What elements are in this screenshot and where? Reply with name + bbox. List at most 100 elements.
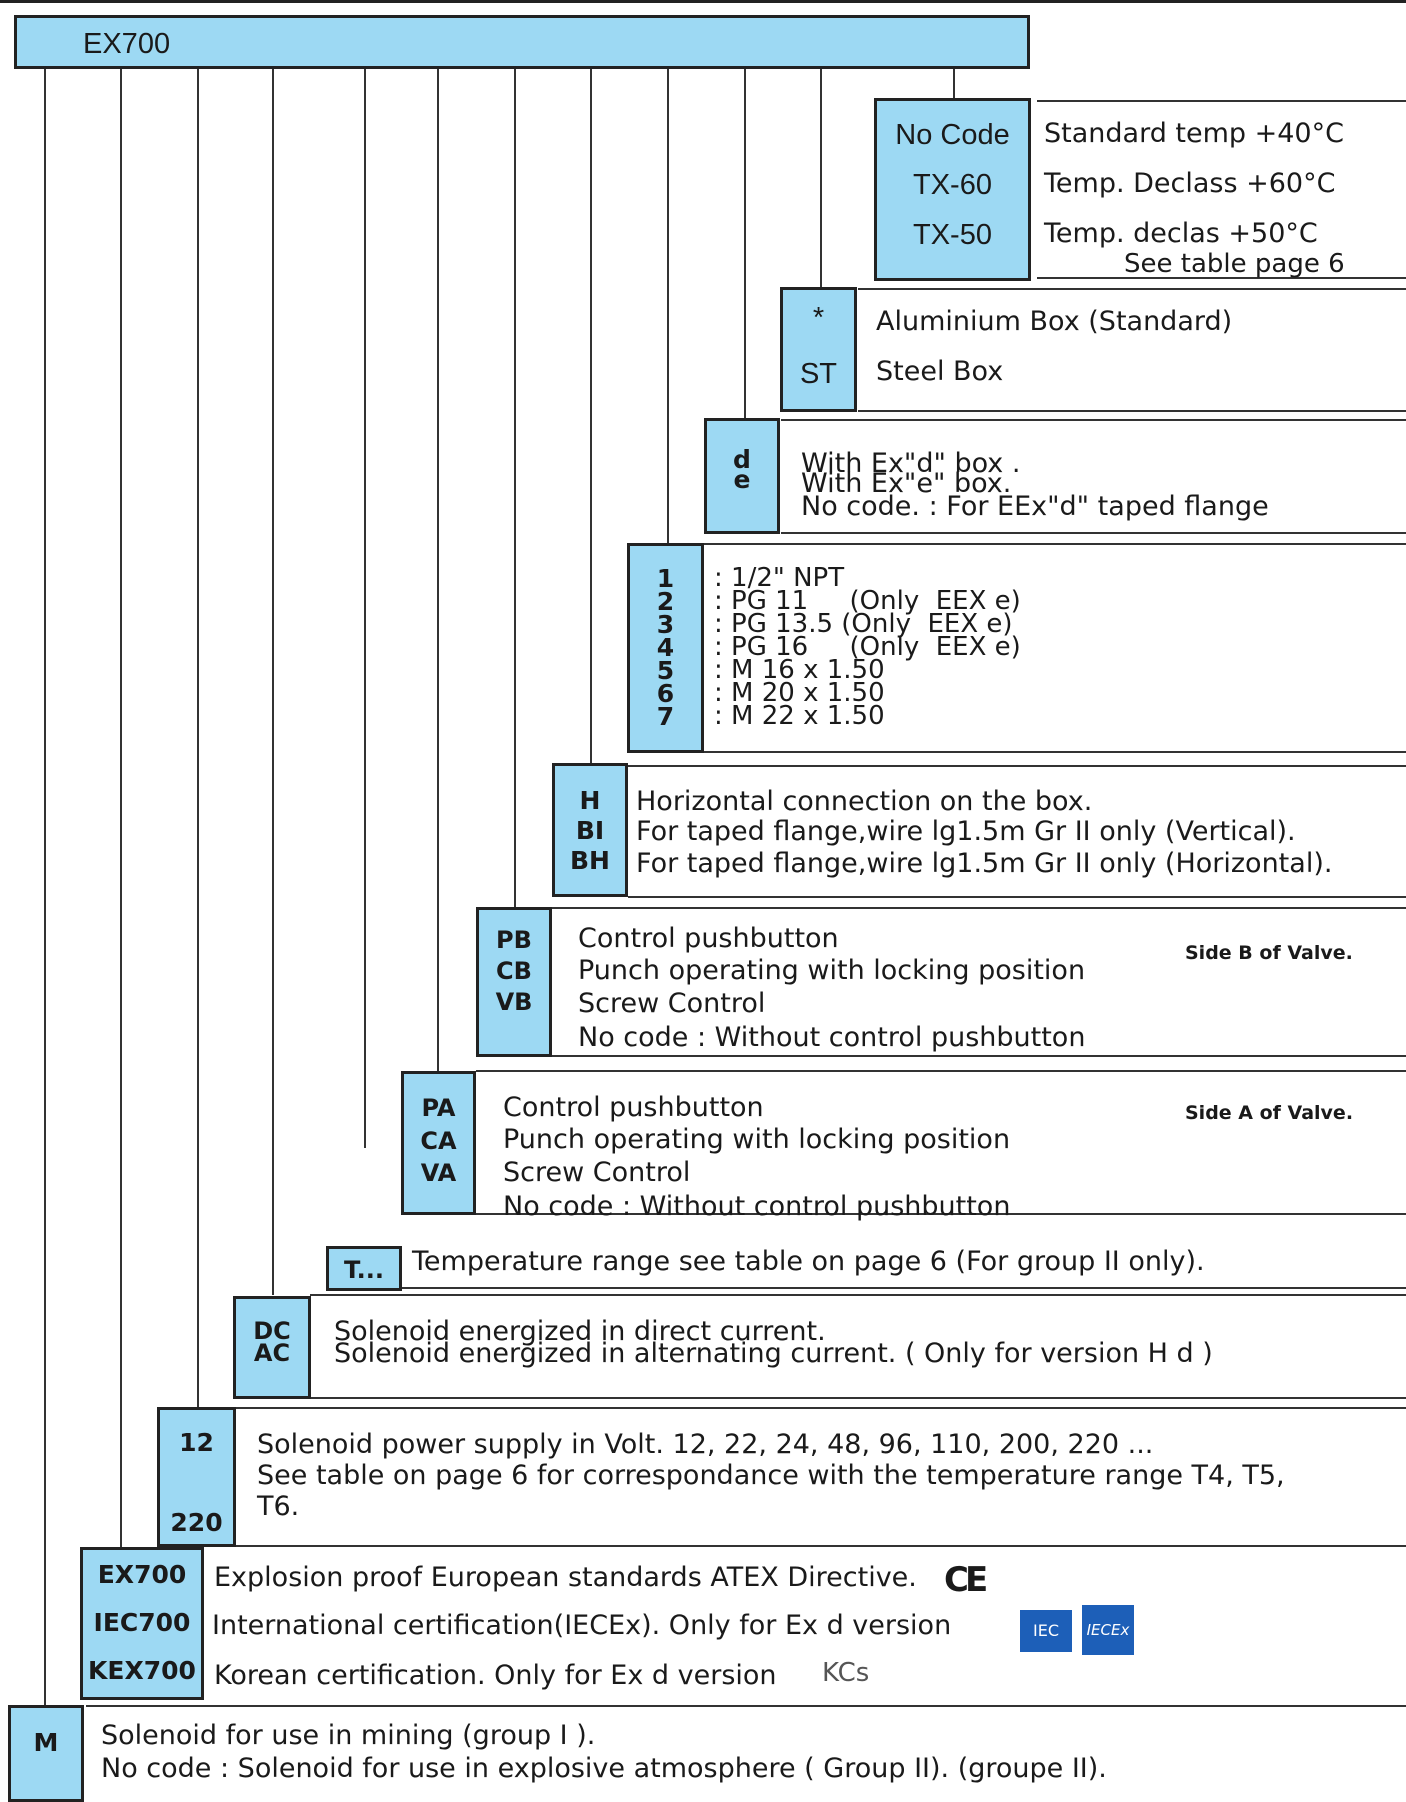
row-line — [704, 543, 1406, 545]
box-type-codes: d e — [704, 418, 780, 534]
row-line — [628, 896, 1406, 898]
model-title: EX700 — [83, 28, 171, 60]
temp-rating-codes: No Code TX-60 TX-50 — [874, 98, 1031, 281]
voltage-codes: 12 220 — [157, 1407, 236, 1547]
code-va: VA — [420, 1159, 457, 1187]
code-m: M — [33, 1728, 59, 1757]
ce-mark-logo: CE — [944, 1560, 988, 1600]
kcs-logo: KCs — [822, 1658, 870, 1688]
code-2: 2 — [656, 587, 675, 616]
code-12: 12 — [179, 1428, 214, 1457]
box-material-desc-1: Steel Box — [876, 356, 1004, 387]
control-a-desc-1: Punch operating with locking position — [503, 1124, 1011, 1155]
cable-entry-codes: 1 2 3 4 5 6 7 — [627, 543, 704, 753]
box-material-codes: * ST — [780, 287, 857, 412]
box-type-desc-0: With Ex"d" box . — [801, 448, 1021, 479]
control-b-side-label: Side B of Valve. — [1185, 942, 1353, 964]
row-line — [310, 1294, 1406, 1296]
current-desc-0: Solenoid energized in direct current. — [334, 1316, 826, 1347]
code-h: H — [579, 786, 601, 815]
iecex-logo: IECEx — [1082, 1605, 1134, 1655]
cable-entry-desc-4: : M 16 x 1.50 — [714, 655, 885, 685]
certification-desc-1: International certification(IECEx). Only… — [212, 1610, 952, 1641]
control-b-desc-3: No code : Without control pushbutton — [578, 1022, 1086, 1053]
cable-entry-desc-6: : M 22 x 1.50 — [714, 701, 885, 731]
cable-entry-desc-1: : PG 11 (Only EEX e) — [714, 586, 1021, 616]
row-line — [310, 1397, 1406, 1399]
code-ex700: EX700 — [97, 1560, 187, 1589]
code-3: 3 — [656, 610, 675, 639]
code-tx-50: TX-50 — [913, 219, 992, 251]
code-e: e — [733, 465, 751, 494]
code-st: ST — [799, 358, 838, 390]
row-line — [781, 532, 1406, 534]
connector-control-a — [437, 69, 439, 1072]
connector-group — [44, 69, 46, 1802]
code-bh: BH — [570, 846, 610, 875]
code-ca: CA — [420, 1127, 457, 1155]
voltage-desc-1: See table on page 6 for correspondance w… — [257, 1460, 1285, 1491]
connection-desc-1: For taped flange,wire lg1.5m Gr II only … — [636, 816, 1296, 847]
group-desc-1: No code : Solenoid for use in explosive … — [101, 1753, 1107, 1784]
certification-desc-0: Explosion proof European standards ATEX … — [214, 1562, 917, 1593]
group-desc-0: Solenoid for use in mining (group I ). — [101, 1720, 596, 1751]
current-codes: DC AC — [233, 1296, 311, 1399]
certification-codes: EX700 IEC700 KEX700 — [80, 1547, 204, 1700]
connector-box-material — [820, 69, 822, 289]
code-7: 7 — [656, 702, 675, 731]
certification-desc-2: Korean certification. Only for Ex d vers… — [214, 1660, 777, 1691]
code-vb: VB — [495, 988, 533, 1016]
row-line — [781, 419, 1406, 421]
control-a-desc-2: Screw Control — [503, 1157, 691, 1188]
control-b-desc-2: Screw Control — [578, 988, 766, 1019]
cable-entry-desc-3: : PG 16 (Only EEX e) — [714, 632, 1021, 662]
connection-codes: H BI BH — [552, 763, 628, 897]
code-ac: AC — [253, 1339, 291, 1367]
connection-desc-2: For taped flange,wire lg1.5m Gr II only … — [636, 848, 1333, 879]
code-220: 220 — [170, 1508, 223, 1537]
code-4: 4 — [656, 633, 675, 662]
control-a-desc-3: No code : Without control pushbutton — [503, 1191, 1011, 1222]
code-kex700: KEX700 — [88, 1656, 196, 1685]
top-border — [0, 0, 1406, 3]
group-code: M — [8, 1705, 84, 1802]
box-type-desc-1: With Ex"e" box. — [801, 468, 1012, 499]
row-line — [1037, 277, 1406, 279]
connector-certification — [120, 69, 122, 1548]
temp-rating-note: See table page 6 — [1124, 249, 1345, 279]
code-dc: DC — [253, 1317, 291, 1345]
code-pb: PB — [496, 926, 532, 954]
connection-desc-0: Horizontal connection on the box. — [636, 786, 1093, 817]
row-line — [552, 1055, 1406, 1057]
voltage-desc-2: T6. — [257, 1491, 300, 1522]
connector-current — [272, 69, 274, 1295]
control-b-desc-0: Control pushbutton — [578, 923, 839, 954]
row-line — [401, 1213, 1406, 1215]
control-b-desc-1: Punch operating with locking position — [578, 955, 1086, 986]
connector-temperature — [364, 69, 366, 1148]
row-line — [236, 1407, 1406, 1409]
row-line — [628, 765, 1406, 767]
code-asterisk: * — [812, 302, 825, 334]
row-line — [1037, 100, 1406, 102]
control-a-desc-0: Control pushbutton — [503, 1092, 764, 1123]
cable-entry-desc-5: : M 20 x 1.50 — [714, 678, 885, 708]
connector-control-b — [514, 69, 516, 910]
code-no-code: No Code — [895, 119, 1010, 151]
row-line — [704, 751, 1406, 753]
cable-entry-desc-0: : 1/2" NPT — [714, 563, 845, 593]
code-6: 6 — [656, 679, 675, 708]
control-b-codes: PB CB VB — [476, 907, 552, 1057]
temperature-code: T... — [326, 1246, 402, 1291]
code-1: 1 — [656, 564, 675, 593]
current-desc-1: Solenoid energized in alternating curren… — [334, 1338, 1213, 1369]
code-d: d — [733, 445, 751, 474]
box-type-desc-2: No code. : For EEx"d" taped flange — [801, 491, 1269, 522]
code-iec700: IEC700 — [93, 1608, 191, 1637]
voltage-desc-0: Solenoid power supply in Volt. 12, 22, 2… — [257, 1429, 1154, 1460]
code-tx-60: TX-60 — [913, 169, 992, 201]
box-material-desc-0: Aluminium Box (Standard) — [876, 306, 1233, 337]
code-5: 5 — [656, 656, 675, 685]
code-t: T... — [343, 1256, 385, 1284]
row-line — [858, 288, 1406, 290]
